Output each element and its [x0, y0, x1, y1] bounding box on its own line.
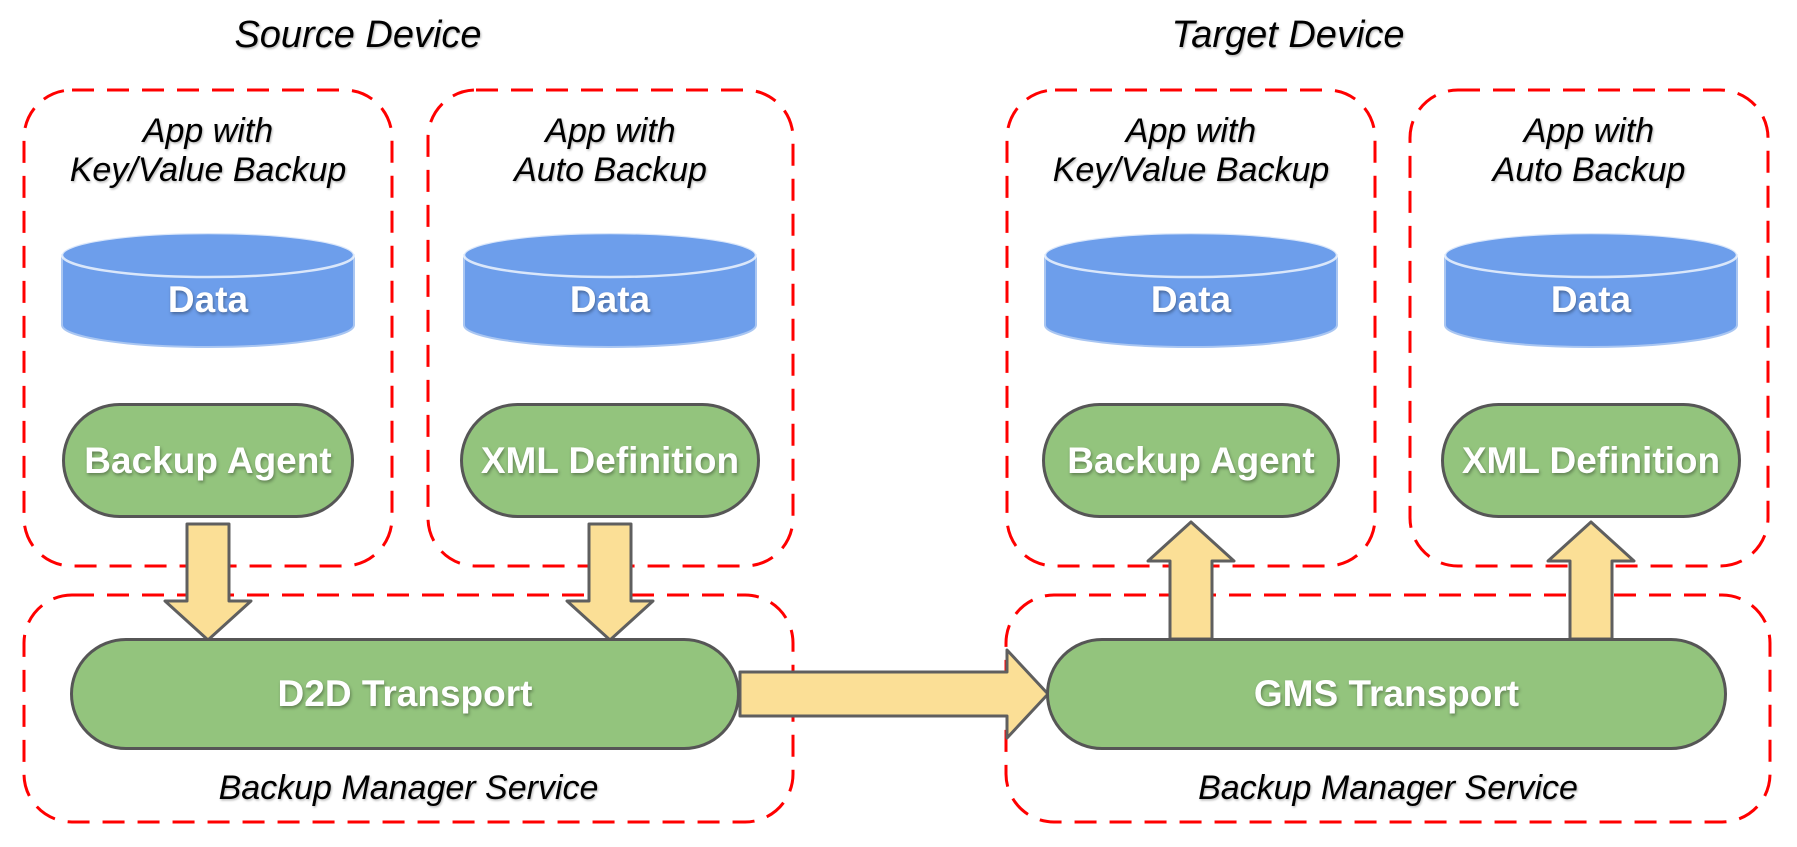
pill-label: Backup Agent: [84, 439, 332, 481]
source-xml-definition-pill: XML Definition: [460, 403, 760, 518]
target-autobackup-app-label: App with Auto Backup: [1410, 112, 1768, 190]
pill-label: D2D Transport: [277, 673, 533, 714]
cylinder-top: [1043, 231, 1339, 279]
cylinder-top: [60, 231, 356, 279]
arrow-backup-agent-to-d2d-transport: [163, 522, 253, 642]
arrow-gms-transport-to-backup-agent: [1146, 520, 1236, 641]
target-keyvalue-data-cylinder: [1043, 231, 1339, 348]
source-keyvalue-data-cylinder: [60, 231, 356, 348]
cylinder-body: [463, 254, 757, 348]
pill-label: XML Definition: [480, 439, 740, 481]
target-keyvalue-data-label: Data: [1150, 279, 1232, 320]
app-label-line: Key/Value Backup: [1052, 151, 1330, 189]
source-autobackup-data-cylinder: [462, 231, 758, 348]
app-label-line: Key/Value Backup: [69, 151, 347, 189]
cylinder-body: [1444, 254, 1738, 348]
source-device-title: Source Device: [234, 14, 482, 56]
pill-label: GMS Transport: [1253, 673, 1520, 714]
app-label-line: App with: [1125, 112, 1257, 150]
app-label-line: App with: [545, 112, 676, 150]
app-label-line: Auto Backup: [1492, 151, 1686, 189]
source-backup-manager-service-label: Backup Manager Service: [218, 769, 599, 807]
source-autobackup-data-label: Data: [569, 279, 651, 320]
app-label-line: App with: [142, 112, 274, 150]
app-label-line: Auto Backup: [514, 151, 707, 189]
source-keyvalue-data-label: Data: [167, 279, 249, 320]
d2d-transport-pill: D2D Transport: [70, 638, 740, 750]
target-backup-manager-service-label: Backup Manager Service: [1198, 769, 1578, 807]
source-backup-agent-pill: Backup Agent: [62, 403, 354, 518]
arrow-xml-definition-to-d2d-transport: [565, 522, 655, 642]
target-keyvalue-app-box-outline: [1005, 88, 1377, 568]
cylinder-top: [1443, 231, 1739, 279]
source-keyvalue-app-box-outline: [22, 88, 394, 568]
target-xml-definition-pill: XML Definition: [1441, 403, 1741, 518]
source-autobackup-app-box-outline: [426, 88, 795, 568]
source-autobackup-app-label: App with Auto Backup: [428, 112, 793, 190]
pill-label: Backup Agent: [1067, 439, 1315, 481]
cylinder-body: [61, 254, 355, 348]
target-backup-agent-pill: Backup Agent: [1042, 403, 1340, 518]
pill-label: XML Definition: [1461, 439, 1721, 481]
gms-transport-pill: GMS Transport: [1046, 638, 1727, 750]
cylinder-body: [1044, 254, 1338, 348]
target-keyvalue-app-label: App with Key/Value Backup: [1007, 112, 1375, 190]
app-label-line: App with: [1523, 112, 1655, 150]
arrow-d2d-to-gms-transport: [738, 648, 1050, 740]
arrow-gms-transport-to-xml-definition: [1546, 520, 1636, 641]
target-autobackup-data-cylinder: [1443, 231, 1739, 348]
target-device-title: Target Device: [1171, 14, 1405, 56]
source-keyvalue-app-label: App with Key/Value Backup: [24, 112, 392, 190]
target-autobackup-data-label: Data: [1550, 279, 1632, 320]
cylinder-top: [462, 231, 758, 279]
